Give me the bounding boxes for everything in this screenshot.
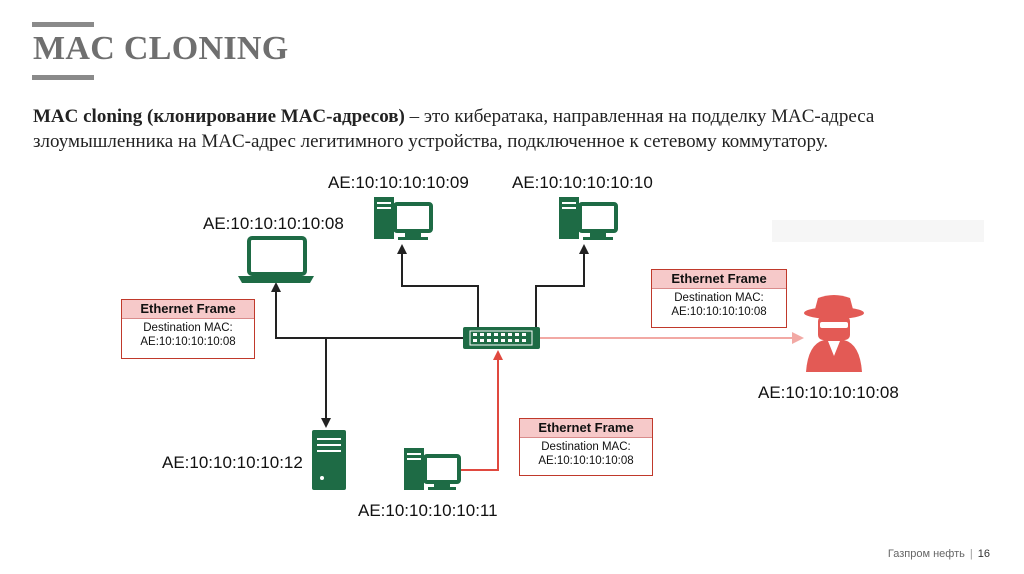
slide-title: MAC CLONING	[33, 30, 289, 67]
footer-company: Газпром нефть	[887, 548, 965, 560]
attacker-mac-label: AE:10:10:10:10:08	[758, 383, 899, 402]
ethernet-frame-box-sender: Ethernet Frame Destination MAC: AE:10:10…	[519, 418, 653, 476]
page-number: 16	[977, 548, 990, 560]
desktop-computer-icon	[404, 448, 461, 490]
slide-description: MAC cloning (клонирование MAC-адресов) –…	[33, 104, 1008, 154]
frame-destination-label: Destination MAC:	[143, 322, 233, 334]
description-text: – это кибератака, направленная на поддел…	[33, 106, 875, 152]
desktop-left-mac-label: AE:10:10:10:10:09	[328, 173, 469, 192]
frame-destination-mac: AE:10:10:10:10:08	[538, 455, 634, 467]
footer-separator: |	[969, 548, 973, 560]
link-sender-to-switch	[460, 350, 503, 471]
ethernet-frame-box-left: Ethernet Frame Destination MAC: AE:10:10…	[121, 299, 255, 359]
frame-destination-mac: AE:10:10:10:10:08	[140, 336, 236, 348]
link-switch-to-desktop-right	[535, 244, 589, 328]
server-tower-icon	[312, 430, 346, 490]
frame-destination-mac: AE:10:10:10:10:08	[671, 306, 767, 318]
background-strip	[772, 220, 984, 242]
laptop-mac-label: AE:10:10:10:10:08	[203, 214, 344, 233]
sender-mac-label: AE:10:10:10:10:11	[358, 501, 498, 520]
description-term: MAC cloning (клонирование MAC-адресов)	[33, 106, 405, 127]
server-mac-label: AE:10:10:10:10:12	[162, 453, 303, 472]
laptop-icon	[238, 236, 314, 283]
frame-header: Ethernet Frame	[122, 300, 254, 319]
link-switch-to-laptop	[271, 282, 463, 339]
ethernet-frame-box-attacker: Ethernet Frame Destination MAC: AE:10:10…	[651, 269, 787, 328]
frame-destination-label: Destination MAC:	[674, 292, 764, 304]
hacker-spy-icon	[804, 295, 864, 372]
frame-header: Ethernet Frame	[520, 419, 652, 438]
frame-destination-label: Destination MAC:	[541, 441, 631, 453]
title-accent-top	[32, 22, 94, 27]
link-switch-to-desktop-left	[397, 244, 479, 328]
desktop-right-mac-label: AE:10:10:10:10:10	[512, 173, 653, 192]
title-accent-bottom	[32, 75, 94, 80]
slide-footer: Газпром нефть | 16	[888, 548, 990, 560]
desktop-computer-icon	[559, 197, 618, 240]
frame-header: Ethernet Frame	[652, 270, 786, 289]
desktop-computer-icon	[374, 197, 433, 240]
network-switch-icon	[463, 327, 540, 349]
